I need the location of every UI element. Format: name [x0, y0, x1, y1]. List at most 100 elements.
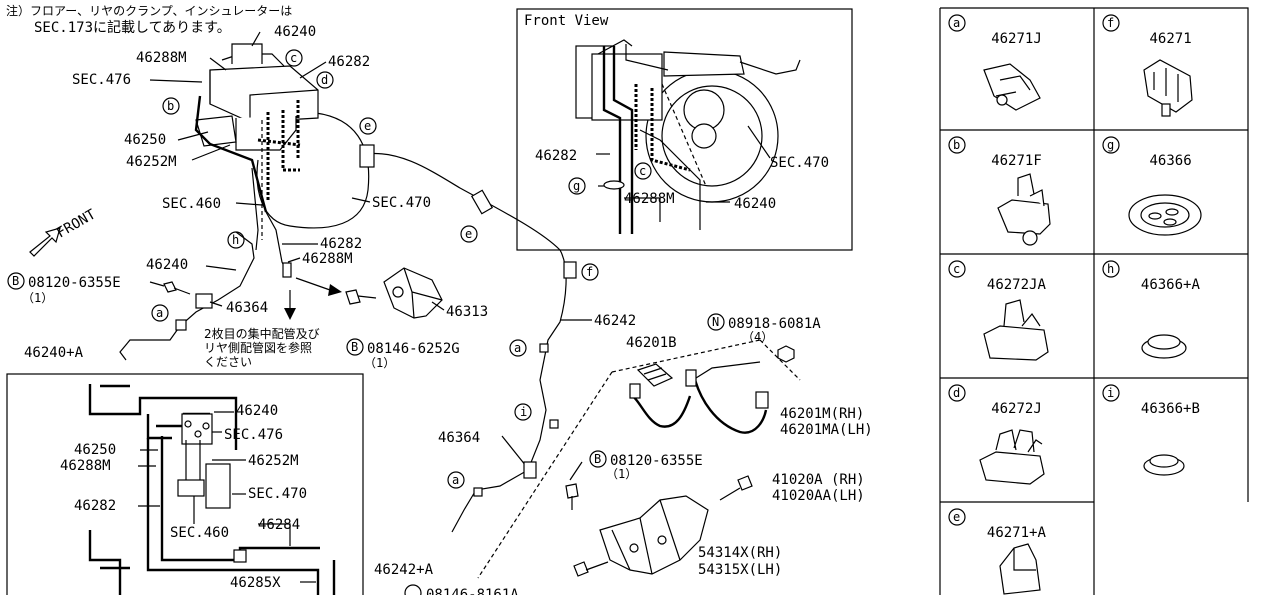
callout-h: h: [232, 233, 239, 247]
label-46364-left: 46364: [226, 300, 268, 316]
label-sec470: SEC.470: [372, 195, 431, 211]
parts-cell-letter-circle: [1102, 260, 1120, 278]
parts-cell-part-number: 46366+B: [1141, 401, 1200, 417]
parts-cell-letter-circle: [1102, 14, 1120, 32]
grommet-46366A: [1141, 334, 1187, 359]
parts-cell-part-number: 46271+A: [987, 525, 1047, 541]
front-view-title: Front View: [524, 13, 609, 29]
label-46313: 46313: [446, 304, 488, 320]
clip-46272JA: [983, 299, 1049, 361]
label-46242A: 46242+A: [374, 562, 434, 578]
label-46250: 46250: [124, 132, 166, 148]
parts-cell-part-number: 46272JA: [987, 277, 1047, 293]
schem-label-sec470: SEC.470: [248, 486, 307, 502]
fv-callout-c: c: [639, 164, 646, 178]
main-callouts: b c d e e h a f a i a: [151, 49, 599, 489]
parts-cell-letter: d: [953, 386, 960, 400]
callout-a-left: a: [156, 306, 163, 320]
schem-label-sec460: SEC.460: [170, 525, 229, 541]
label-bolt-08146: 08146-6252G: [367, 341, 460, 357]
parts-cell-part-number: 46366+A: [1141, 277, 1201, 293]
parts-cell-letter: e: [953, 510, 960, 524]
note-ref-line-2: リヤ側配管図を参照: [204, 340, 312, 355]
parts-table: a 46271J f 46271 b 46271F g 46366 c 46272JA h 46366…: [939, 7, 1249, 595]
clip-46271: [1143, 59, 1193, 117]
label-bolt-08120-mid-qty: （1）: [606, 467, 637, 481]
note-line-1: 注）フロアー、リヤのクランプ、インシュレーターは: [6, 3, 292, 18]
label-46240A: 46240+A: [24, 345, 84, 361]
parts-cell-letter: g: [1107, 138, 1114, 152]
parts-cell-part-number: 46366: [1150, 153, 1192, 169]
parts-cell-part-number: 46271J: [991, 31, 1042, 47]
main-labels: 46288M 46240 46282 SEC.476 46250 46252M …: [7, 24, 873, 595]
label-46240-top: 46240: [274, 24, 316, 40]
label-bolt-08120-mid: 08120-6355E: [610, 453, 703, 469]
parts-cell-part-number: 46271F: [991, 153, 1042, 169]
label-46288M-top: 46288M: [136, 50, 187, 66]
label-nut-08918-qty: （4）: [742, 330, 773, 344]
schem-label-46250: 46250: [74, 442, 116, 458]
clip-46272J: [979, 429, 1045, 485]
schem-label-46282: 46282: [74, 498, 116, 514]
callout-a-mid: a: [514, 341, 521, 355]
label-46282-mid: 46282: [320, 236, 362, 252]
label-46242: 46242: [594, 313, 636, 329]
parts-cell-i: i 46366+B: [1102, 384, 1200, 417]
parts-cell-e: e 46271+A: [948, 508, 1047, 541]
label-sec460: SEC.460: [162, 196, 221, 212]
parts-cell-letter: b: [953, 138, 960, 152]
callout-b: b: [167, 99, 174, 113]
parts-cell-letter-circle: [948, 136, 966, 154]
parts-cell-letter-circle: [1102, 384, 1120, 402]
callout-c: c: [290, 51, 297, 65]
label-46282-top: 46282: [328, 54, 370, 70]
label-bolt-08146-qty: （1）: [364, 356, 395, 370]
parts-cell-letter-circle: [1102, 136, 1120, 154]
svg-text:B: B: [351, 340, 358, 354]
label-54315X-lh: 54315X(LH): [698, 562, 782, 578]
label-46252M: 46252M: [126, 154, 177, 170]
parts-cell-letter-circle: [948, 260, 966, 278]
label-nut-08918: 08918-6081A: [728, 316, 821, 332]
svg-text:N: N: [712, 315, 719, 329]
parts-cell-letter-circle: [948, 14, 966, 32]
label-46364-mid: 46364: [438, 430, 480, 446]
fv-label-46288M: 46288M: [624, 191, 675, 207]
main-leaders: [149, 31, 592, 481]
parts-cell-letter: i: [1107, 386, 1114, 400]
grommet-46366B: [1143, 454, 1185, 476]
front-arrow: FRONT: [29, 206, 99, 257]
svg-text:B: B: [12, 274, 19, 288]
note-line-2: SEC.173に記載してあります。: [34, 19, 231, 36]
parts-cell-f: f 46271: [1102, 14, 1192, 47]
callout-d: d: [321, 73, 328, 87]
callout-f: f: [586, 265, 593, 279]
parts-cell-letter-circle: [948, 508, 966, 526]
parts-cell-letter: f: [1107, 16, 1114, 30]
parts-cell-b: b 46271F: [948, 136, 1042, 169]
schem-label-46240: 46240: [236, 403, 278, 419]
clip-46271F: [997, 173, 1051, 246]
schem-label-46252M: 46252M: [248, 453, 299, 469]
master-cylinder-area: [119, 43, 577, 533]
parts-cell-letter: h: [1107, 262, 1114, 276]
label-46201B: 46201B: [626, 335, 677, 351]
callout-i: i: [520, 405, 527, 419]
grommet-46366: [1128, 194, 1202, 236]
fv-callout-g: g: [573, 179, 580, 193]
parts-cell-letter: a: [953, 16, 960, 30]
label-bolt-08120-left: 08120-6355E: [28, 275, 121, 291]
note-ref-line-1: 2枚目の集中配管及び: [204, 326, 320, 341]
clip-46271A: [999, 543, 1041, 595]
parts-cell-letter: c: [953, 262, 960, 276]
label-bolt-08120-left-qty: （1）: [22, 291, 53, 305]
parts-cell-c: c 46272JA: [948, 260, 1047, 293]
label-54314X-rh: 54314X(RH): [698, 545, 782, 561]
label-sec476: SEC.476: [72, 72, 131, 88]
parts-cell-a: a 46271J: [948, 14, 1042, 47]
svg-text:B: B: [594, 452, 601, 466]
parts-cell-part-number: 46271: [1150, 31, 1192, 47]
schem-label-46285X: 46285X: [230, 575, 281, 591]
front-view-inset: Front View 46282 c SEC.470 g 46288M: [516, 8, 853, 251]
